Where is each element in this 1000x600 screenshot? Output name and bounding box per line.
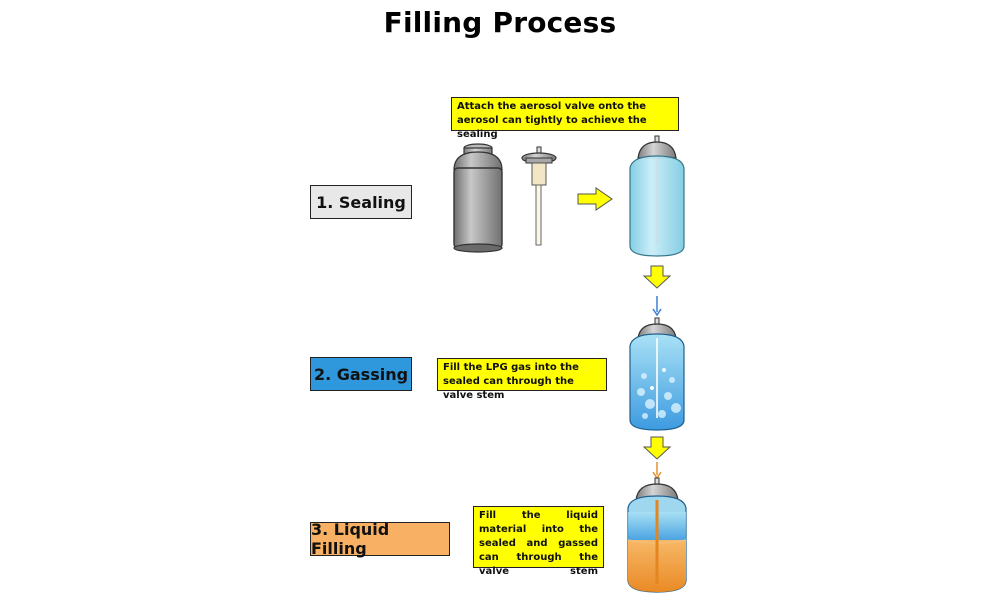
note-sealing: Attach the aerosol valve onto the aeroso… [451, 97, 679, 140]
filled-can-icon [627, 477, 687, 593]
step-liquid-filling-label: 3. Liquid Filling [310, 520, 450, 558]
note-liquid-filling: Fill the liquid material into the sealed… [473, 506, 604, 577]
step-sealing-label: 1. Sealing [310, 185, 412, 219]
right-arrow-icon [577, 187, 613, 211]
aerosol-can-icon [453, 143, 503, 253]
sealed-can-icon [629, 135, 685, 257]
aerosol-valve-icon [521, 146, 557, 246]
note-gassing: Fill the LPG gas into the sealed can thr… [437, 358, 607, 401]
step-gassing-label: 2. Gassing [310, 357, 412, 391]
down-arrow-icon [642, 436, 672, 460]
down-arrow-icon [642, 265, 672, 289]
page-title: Filling Process [383, 6, 617, 39]
gassed-can-icon [629, 317, 685, 431]
